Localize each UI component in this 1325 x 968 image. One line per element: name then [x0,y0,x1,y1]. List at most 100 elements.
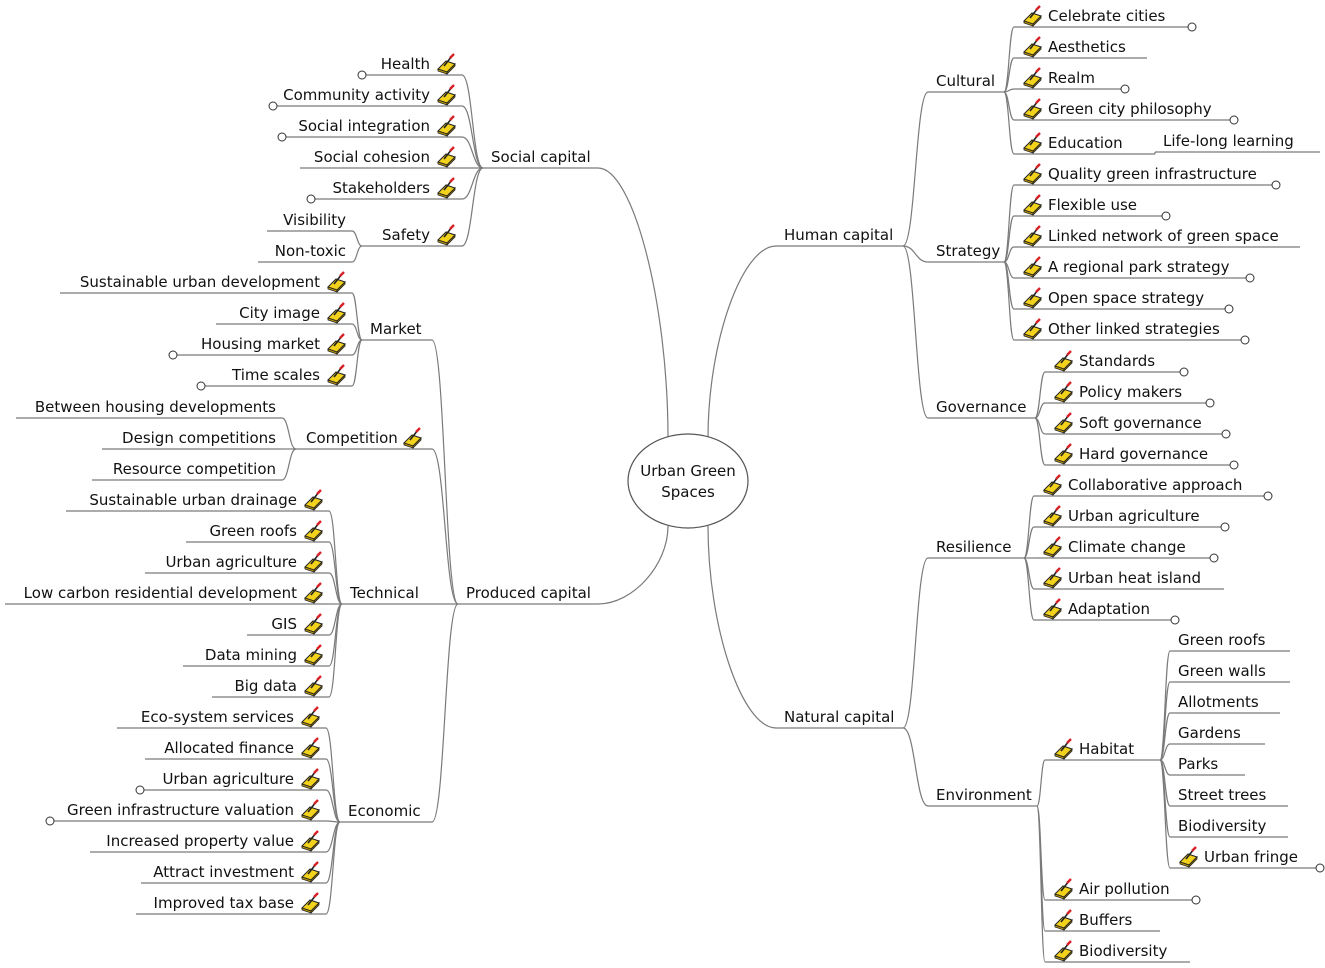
node-gardens[interactable]: Gardens [1178,724,1241,742]
node-gi-valuation[interactable]: Green infrastructure valuation [66,801,294,819]
node-resilience[interactable]: Resilience [936,538,1012,556]
node-adaptation[interactable]: Adaptation [1068,600,1151,618]
urban-agri-r-collapse-marker[interactable] [1220,522,1230,532]
node-safety[interactable]: Safety [382,226,430,244]
node-sud[interactable]: Sustainable urban drainage [89,491,297,509]
soft-gov-collapse-marker[interactable] [1221,429,1231,439]
node-regional-park[interactable]: A regional park strategy [1048,258,1230,276]
celebrate-cities-collapse-marker[interactable] [1187,22,1197,32]
quality-gi-collapse-marker[interactable] [1271,180,1281,190]
node-strategy[interactable]: Strategy [936,242,1001,260]
node-social-cohesion[interactable]: Social cohesion [313,148,430,166]
node-tax-base[interactable]: Improved tax base [153,894,294,912]
gi-valuation-collapse-marker[interactable] [45,816,55,826]
climate-change-collapse-marker[interactable] [1209,553,1219,563]
node-design-competitions[interactable]: Design competitions [122,429,276,447]
time-scales-collapse-marker[interactable] [196,381,206,391]
node-realm[interactable]: Realm [1048,69,1095,87]
node-celebrate-cities[interactable]: Celebrate cities [1048,7,1166,25]
node-air-pollution[interactable]: Air pollution [1079,880,1170,898]
node-time-scales[interactable]: Time scales [232,366,320,384]
node-green-roofs-h[interactable]: Green roofs [1178,631,1266,649]
node-other-linked[interactable]: Other linked strategies [1048,320,1220,338]
stakeholders-collapse-marker[interactable] [306,194,316,204]
node-buffers[interactable]: Buffers [1079,911,1133,929]
green-city-philosophy-collapse-marker[interactable] [1229,115,1239,125]
node-resource-competition[interactable]: Resource competition [112,460,276,478]
node-standards[interactable]: Standards [1079,352,1156,370]
node-governance[interactable]: Governance [936,398,1027,416]
hard-gov-collapse-marker[interactable] [1229,460,1239,470]
realm-collapse-marker[interactable] [1120,84,1130,94]
node-human-capital[interactable]: Human capital [784,226,894,244]
policy-makers-collapse-marker[interactable] [1205,398,1215,408]
node-policy-makers[interactable]: Policy makers [1079,383,1183,401]
node-aesthetics[interactable]: Aesthetics [1048,38,1126,56]
node-biodiversity-e[interactable]: Biodiversity [1079,942,1168,960]
node-parks[interactable]: Parks [1178,755,1219,773]
node-habitat[interactable]: Habitat [1079,740,1135,758]
node-urban-agri-e[interactable]: Urban agriculture [162,770,294,788]
node-hard-gov[interactable]: Hard governance [1079,445,1209,463]
node-allocated-finance[interactable]: Allocated finance [164,739,294,757]
adaptation-collapse-marker[interactable] [1170,615,1180,625]
node-green-roofs-t[interactable]: Green roofs [209,522,297,540]
node-open-space[interactable]: Open space strategy [1048,289,1205,307]
node-cultural[interactable]: Cultural [936,72,996,90]
node-urban-fringe[interactable]: Urban fringe [1204,848,1299,866]
node-big-data[interactable]: Big data [234,677,297,695]
node-economic[interactable]: Economic [348,802,421,820]
root-node-ellipse[interactable] [627,433,749,529]
node-stakeholders[interactable]: Stakeholders [332,179,430,197]
node-biodiversity-h[interactable]: Biodiversity [1178,817,1267,835]
node-green-city-philosophy[interactable]: Green city philosophy [1048,100,1212,118]
node-lifelong[interactable]: Life-long learning [1163,132,1294,150]
node-attract-investment[interactable]: Attract investment [153,863,294,881]
node-technical[interactable]: Technical [350,584,419,602]
node-flexible-use[interactable]: Flexible use [1048,196,1138,214]
node-gis[interactable]: GIS [271,615,297,633]
collaborative-collapse-marker[interactable] [1263,491,1273,501]
node-competition[interactable]: Competition [306,429,398,447]
node-heat-island[interactable]: Urban heat island [1068,569,1202,587]
node-data-mining[interactable]: Data mining [204,646,297,664]
node-non-toxic[interactable]: Non-toxic [274,242,346,260]
node-community-activity[interactable]: Community activity [283,86,430,104]
node-street-trees[interactable]: Street trees [1178,786,1267,804]
node-health[interactable]: Health [380,55,430,73]
regional-park-collapse-marker[interactable] [1245,273,1255,283]
social-integration-collapse-marker[interactable] [277,132,287,142]
node-environment[interactable]: Environment [936,786,1032,804]
node-allotments[interactable]: Allotments [1178,693,1259,711]
node-soft-gov[interactable]: Soft governance [1079,414,1202,432]
node-between-housing[interactable]: Between housing developments [34,398,276,416]
node-property-value[interactable]: Increased property value [106,832,294,850]
node-urban-agri-r[interactable]: Urban agriculture [1068,507,1200,525]
housing-market-collapse-marker[interactable] [168,350,178,360]
flexible-use-collapse-marker[interactable] [1161,211,1171,221]
node-urban-agri-t[interactable]: Urban agriculture [165,553,297,571]
node-natural-capital[interactable]: Natural capital [784,708,895,726]
node-education[interactable]: Education [1048,134,1123,152]
health-collapse-marker[interactable] [357,70,367,80]
urban-agri-e-collapse-marker[interactable] [135,785,145,795]
node-climate-change[interactable]: Climate change [1068,538,1186,556]
other-linked-collapse-marker[interactable] [1240,335,1250,345]
node-social-integration[interactable]: Social integration [298,117,430,135]
node-market[interactable]: Market [370,320,422,338]
node-green-walls[interactable]: Green walls [1178,662,1266,680]
node-social-capital[interactable]: Social capital [491,148,591,166]
node-visibility[interactable]: Visibility [283,211,346,229]
root-node-label[interactable]: Urban Green Spaces [628,461,748,503]
urban-fringe-collapse-marker[interactable] [1315,863,1325,873]
node-quality-gi[interactable]: Quality green infrastructure [1048,165,1257,183]
air-pollution-collapse-marker[interactable] [1191,895,1201,905]
node-produced-capital[interactable]: Produced capital [466,584,591,602]
community-activity-collapse-marker[interactable] [268,101,278,111]
node-eco-system[interactable]: Eco-system services [140,708,294,726]
node-city-image[interactable]: City image [239,304,320,322]
node-low-carbon[interactable]: Low carbon residential development [23,584,297,602]
open-space-collapse-marker[interactable] [1224,304,1234,314]
node-sustainable-urban-development[interactable]: Sustainable urban development [79,273,320,291]
node-linked-network[interactable]: Linked network of green space [1048,227,1279,245]
